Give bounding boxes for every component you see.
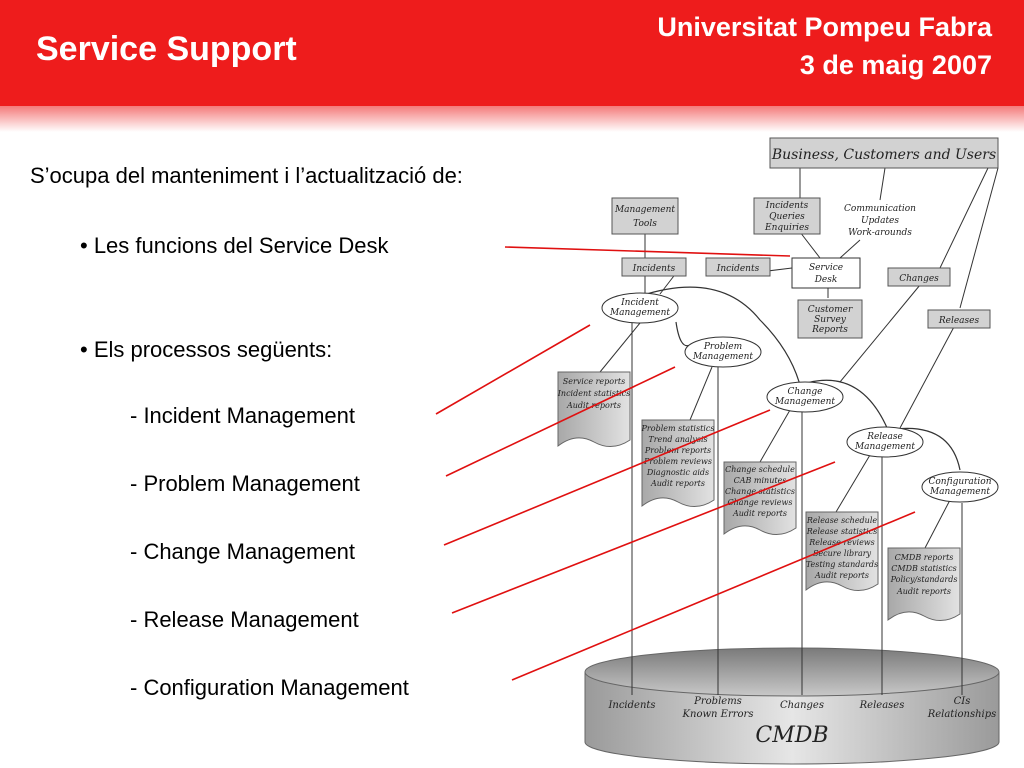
node-config-line2: Management: [929, 487, 990, 497]
customer-survey-line3: Reports: [811, 325, 848, 335]
header-banner: [0, 0, 1024, 106]
doc-change-line5: Audit reports: [732, 509, 787, 518]
node-change-line1: Change: [788, 387, 823, 397]
slide-date: 3 de maig 2007: [799, 50, 992, 80]
doc-incident-line2: Incident statistics: [557, 389, 630, 398]
pointer-incident: [435, 324, 591, 415]
doc-config-line4: Audit reports: [896, 587, 951, 596]
cmdb-label-known-errors: Known Errors: [682, 709, 754, 720]
intro-text: S’ocupa del manteniment i l’actualitzaci…: [30, 163, 463, 188]
cmdb-label-changes: Changes: [780, 700, 824, 711]
pointer-lines: [435, 246, 916, 681]
doc-problem-line6: Audit reports: [650, 479, 705, 488]
node-problem-line2: Management: [692, 352, 753, 362]
node-incident-line2: Management: [609, 308, 670, 318]
slide-title: Service Support: [36, 30, 297, 68]
cmdb-label-relationships: Relationships: [927, 709, 997, 720]
university-name: Universitat Pompeu Fabra: [657, 12, 992, 42]
bullet-service-desk: • Les funcions del Service Desk: [80, 233, 389, 258]
doc-release-line5: Testing standards: [806, 560, 878, 569]
changes-box: Changes: [899, 274, 939, 284]
doc-problem-line3: Problem reports: [644, 446, 711, 455]
doc-problem-line5: Diagnostic aids: [646, 468, 709, 477]
doc-problem-line1: Problem statistics: [641, 424, 715, 433]
node-config-line1: Configuration: [928, 477, 991, 487]
doc-incident-line1: Service reports: [563, 377, 626, 386]
header-fade: [0, 106, 1024, 132]
doc-release-line1: Release schedule: [806, 516, 878, 525]
service-desk-line2: Desk: [814, 275, 838, 285]
cmdb-label-releases: Releases: [859, 700, 905, 711]
node-incident-line1: Incident: [620, 298, 659, 308]
incidents-queries-line2: Queries: [769, 212, 805, 222]
customer-survey-line2: Survey: [814, 315, 847, 325]
doc-config-line1: CMDB reports: [895, 553, 954, 562]
doc-release-line4: Secure library: [813, 549, 872, 558]
node-change-line2: Management: [774, 397, 835, 407]
pointer-service-desk: [504, 246, 791, 257]
incidents-queries-line3: Enquiries: [764, 223, 809, 233]
communication-line1: Communication: [844, 204, 916, 214]
incidents-queries-line1: Incidents: [765, 201, 809, 211]
doc-change-line2: CAB minutes: [734, 476, 787, 485]
node-release-line1: Release: [866, 432, 903, 442]
management-tools-line1: Management: [614, 205, 675, 215]
communication-line3: Work-arounds: [848, 228, 912, 238]
doc-config-line2: CMDB statistics: [891, 564, 956, 573]
doc-release-line2: Release statistics: [806, 527, 878, 536]
doc-problem-line4: Problem reviews: [643, 457, 712, 466]
node-release-line2: Management: [854, 442, 915, 452]
customer-survey-line1: Customer: [808, 305, 853, 315]
cmdb-labels: Incidents Problems Known Errors Changes …: [607, 696, 996, 748]
node-problem-line1: Problem: [703, 342, 742, 352]
process-problem: - Problem Management: [130, 471, 360, 496]
process-incident: - Incident Management: [130, 403, 356, 428]
cmdb-cylinder: [584, 647, 1000, 765]
process-configuration: - Configuration Management: [130, 675, 409, 700]
cmdb-label-problems: Problems: [693, 696, 742, 707]
cmdb-label-cis: CIs: [954, 696, 971, 707]
header-info: Universitat Pompeu Fabra 3 de maig 2007: [657, 8, 992, 84]
diagram-boxes: Business, Customers and Users Management…: [611, 137, 999, 339]
doc-change-line4: Change reviews: [728, 498, 793, 507]
cmdb-label-incidents: Incidents: [607, 700, 655, 711]
management-tools-line2: Tools: [633, 219, 657, 229]
doc-change-line1: Change schedule: [725, 465, 795, 474]
report-documents: Service reports Incident statistics Audi…: [557, 371, 961, 622]
connector-lines: [599, 167, 999, 695]
incidents-box-1: Incidents: [632, 264, 676, 274]
business-label: Business, Customers and Users: [771, 147, 996, 163]
pointer-configuration: [511, 511, 916, 681]
pointer-change: [443, 409, 771, 546]
service-desk-line1: Service: [809, 263, 843, 273]
pointer-problem: [445, 366, 676, 477]
doc-problem-line2: Trend analysis: [648, 435, 707, 444]
doc-config-line3: Policy/standards: [890, 575, 958, 584]
incidents-box-2: Incidents: [716, 264, 760, 274]
bullet-processes: • Els processos següents:: [80, 337, 333, 362]
releases-box: Releases: [938, 316, 980, 326]
communication-line2: Updates: [861, 216, 899, 226]
process-change: - Change Management: [130, 539, 356, 564]
process-nodes: Incident Management Problem Management C…: [601, 292, 999, 503]
cmdb-title: CMDB: [755, 723, 828, 748]
pointer-release: [451, 461, 836, 614]
doc-release-line6: Audit reports: [814, 571, 869, 580]
process-release: - Release Management: [130, 607, 359, 632]
